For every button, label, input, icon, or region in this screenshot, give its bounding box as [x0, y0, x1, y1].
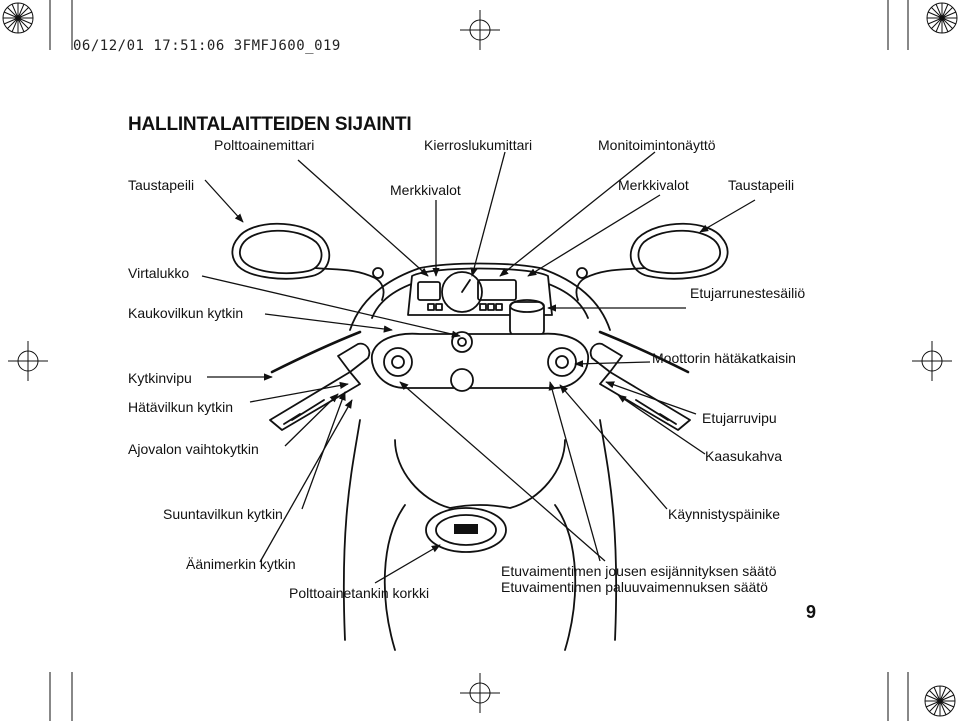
label-passing-switch: Hätävilkun kytkin	[128, 399, 234, 415]
label-throttle: Kaasukahva	[705, 448, 783, 464]
page-number: 9	[806, 602, 817, 622]
label-mirror-left: Taustapeili	[128, 177, 195, 193]
fuel-tank	[342, 419, 618, 651]
starburst-top-right	[926, 2, 958, 34]
label-hazard-switch: Kaukovilkun kytkin	[128, 305, 244, 321]
page-title: HALLINTALAITTEIDEN SIJAINTI	[128, 114, 412, 135]
crosshair-top	[460, 10, 500, 50]
label-horn: Äänimerkin kytkin	[186, 556, 296, 572]
starburst-top-left	[2, 2, 34, 34]
crosshair-left	[8, 341, 48, 381]
triple-clamp	[371, 331, 589, 392]
label-ignition: Virtalukko	[128, 265, 190, 281]
label-fuel-gauge: Polttoainemittari	[214, 137, 315, 153]
print-timestamp: 06/12/01 17:51:06 3FMFJ600_019	[73, 38, 341, 54]
label-headlight-switch: Ajovalon vaihtokytkin	[128, 441, 259, 457]
label-preload: Etuvaimentimen jousen esijännityksen sää…	[501, 563, 777, 579]
handlebar-left	[269, 330, 371, 431]
crosshair-bottom	[460, 673, 500, 713]
label-clutch-lever: Kytkinvipu	[128, 370, 192, 386]
label-turn-signal: Suuntavilkun kytkin	[163, 506, 283, 522]
fuel-cap	[425, 507, 507, 553]
motorcycle-line-art	[231, 222, 729, 651]
label-rebound: Etuvaimentimen paluuvaimennuksen säätö	[501, 579, 768, 595]
mirror-right	[575, 222, 729, 301]
label-front-brake-reservoir: Etujarrunestesäiliö	[690, 285, 806, 301]
label-indicators-right: Merkkivalot	[618, 177, 689, 193]
label-front-brake-lever: Etujarruvipu	[702, 410, 777, 426]
handlebar-right	[589, 330, 691, 431]
brake-reservoir	[509, 299, 545, 337]
leader-lines	[201, 151, 756, 584]
label-fuel-cap: Polttoainetankin korkki	[289, 585, 430, 601]
starburst-bottom-right	[924, 685, 956, 717]
label-starter: Käynnistyspäinike	[668, 506, 781, 522]
label-multi-display: Monitoimintonäyttö	[598, 137, 716, 153]
label-indicators-left: Merkkivalot	[390, 182, 461, 198]
crosshair-right	[912, 341, 952, 381]
label-mirror-right: Taustapeili	[728, 177, 795, 193]
label-engine-stop: Moottorin hätäkatkaisin	[652, 350, 796, 366]
mirror-left	[231, 222, 385, 301]
label-tachometer: Kierroslukumittari	[424, 137, 533, 153]
